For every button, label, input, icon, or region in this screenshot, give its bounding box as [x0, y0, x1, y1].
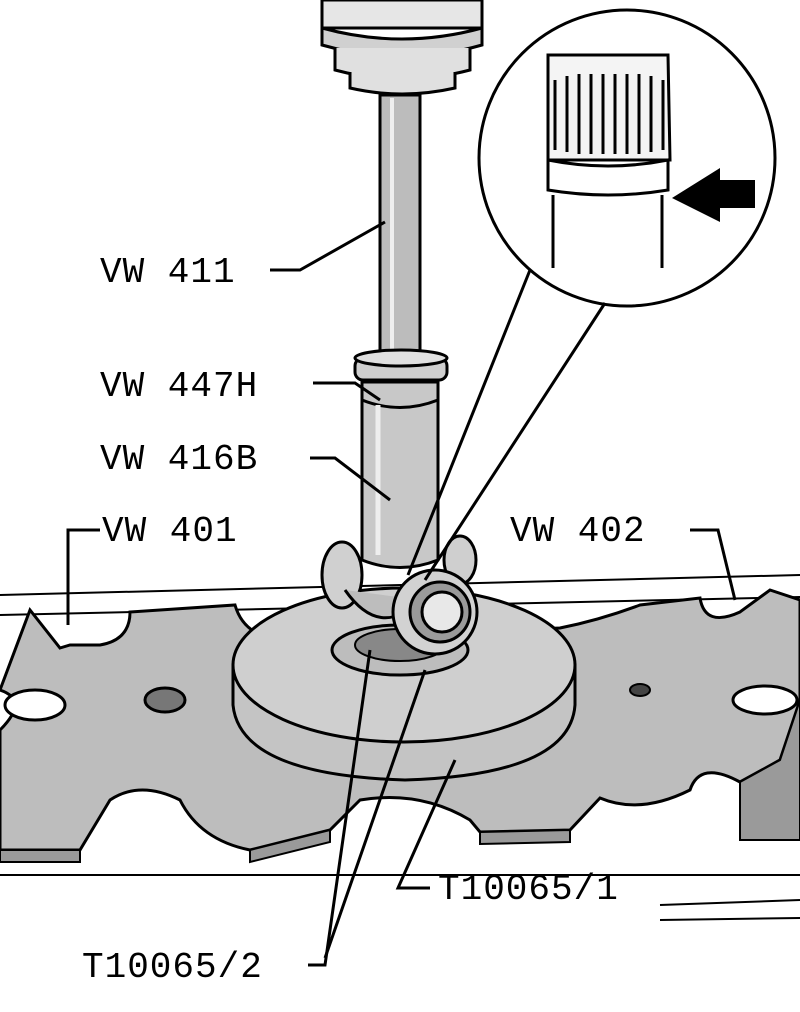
arrow-left-icon [672, 168, 755, 222]
slot-left [3, 688, 67, 722]
label-vw-447h: VW 447H [100, 366, 259, 407]
label-t10065-1: T10065/1 [438, 869, 619, 910]
label-vw-401: VW 401 [102, 511, 238, 552]
bolt-hole-right [629, 683, 651, 697]
leader-lines [66, 220, 737, 967]
label-vw-402: VW 402 [510, 511, 646, 552]
rod-vw-411 [378, 93, 422, 372]
label-t10065-2: T10065/2 [82, 947, 263, 988]
universal-joint [320, 534, 479, 656]
label-vw-411: VW 411 [100, 252, 236, 293]
collar-vw-447h [353, 348, 449, 382]
slot-right [731, 684, 799, 716]
tube-vw-416b [360, 380, 440, 569]
bolt-hole-left [143, 686, 187, 714]
label-vw-416b: VW 416B [100, 439, 259, 480]
detail-view [406, 8, 777, 581]
press-ram [320, 0, 484, 96]
